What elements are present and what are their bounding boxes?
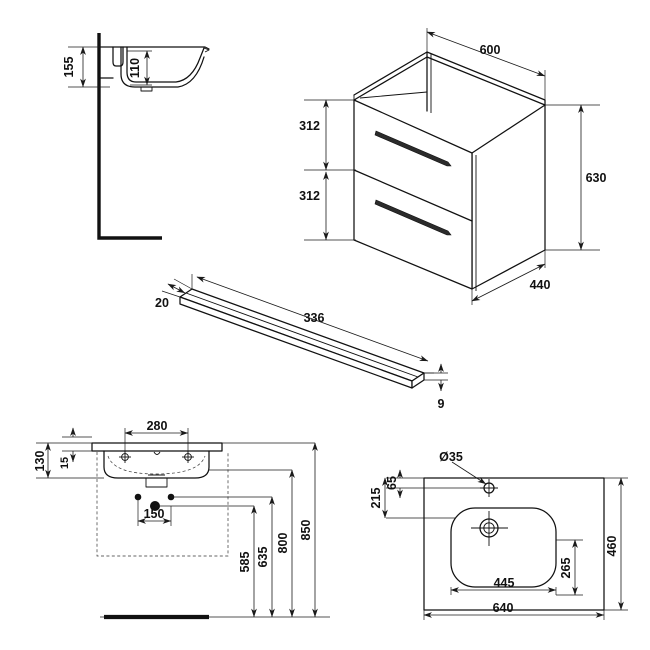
dim-label-600: 600	[480, 43, 501, 57]
cabinet-drawer-split-line	[353, 169, 473, 222]
dim-label-215: 215	[369, 488, 383, 509]
basin-bowl-outline	[103, 450, 210, 479]
basin-bowl-inner-curve	[126, 46, 205, 83]
dim-label-445: 445	[494, 576, 515, 590]
dim-label-dia35: Ø35	[439, 450, 463, 464]
dim-arrow-20	[167, 283, 186, 294]
view-basin-front-elevation: 280 130 15 150 585 635 800 850	[33, 419, 330, 620]
view-handle-bar-isometric: 20 336 9	[155, 274, 448, 411]
dim-label-585: 585	[238, 552, 252, 573]
view-basin-plan: Ø35 65 215 265 460 445 640	[369, 450, 628, 620]
cabinet-inner-top-line	[359, 91, 428, 99]
basin-top-rim-line	[98, 46, 210, 50]
dim-label-265: 265	[559, 558, 573, 579]
dim-label-280: 280	[147, 419, 168, 433]
basin-bowl-inner-dashed	[107, 455, 206, 475]
view-basin-side-section: 155 110	[62, 33, 210, 240]
dim-arrow-600	[426, 31, 546, 77]
dim-label-800: 800	[276, 533, 290, 554]
cabinet-lower-drawer-handle	[374, 199, 452, 236]
dim-arrow-336	[196, 276, 429, 362]
dim-label-312-upper: 312	[299, 119, 320, 133]
dim-label-630: 630	[586, 171, 607, 185]
basin-countertop-slab	[91, 442, 223, 452]
basin-plan-bowl	[450, 507, 557, 588]
basin-right-lip	[203, 47, 210, 53]
dim-label-9: 9	[438, 397, 445, 411]
dim-label-850: 850	[299, 520, 313, 541]
dim-label-20: 20	[155, 296, 169, 310]
basin-drain-outlet	[140, 87, 153, 92]
dim-label-460: 460	[605, 536, 619, 557]
dim-label-440: 440	[530, 278, 551, 292]
cabinet-outline-dashed	[96, 452, 229, 557]
basin-back-wall	[98, 46, 114, 79]
dim-label-15: 15	[59, 457, 71, 469]
basin-overflow-mark	[153, 451, 161, 455]
basin-drain-box	[145, 478, 168, 488]
dim-label-130: 130	[33, 451, 47, 472]
dim-label-65: 65	[385, 476, 399, 490]
ext-line-20-lower	[161, 290, 181, 298]
cabinet-upper-drawer-handle	[374, 130, 452, 167]
dim-label-635: 635	[256, 547, 270, 568]
dim-label-640: 640	[493, 601, 514, 615]
dim-label-110: 110	[128, 58, 142, 78]
view-cabinet-isometric: 600 312 312 630 440	[299, 28, 606, 305]
wall-and-floor-line	[97, 33, 162, 240]
leader-arrow-dia35	[451, 461, 487, 485]
dim-label-336: 336	[304, 311, 325, 325]
dim-arrow-440	[471, 263, 546, 302]
dim-label-155: 155	[62, 57, 76, 78]
dim-label-312-lower: 312	[299, 189, 320, 203]
basin-overflow-detail	[112, 46, 124, 67]
basin-bowl-outer-curve	[120, 46, 205, 88]
dim-label-150: 150	[144, 507, 165, 521]
